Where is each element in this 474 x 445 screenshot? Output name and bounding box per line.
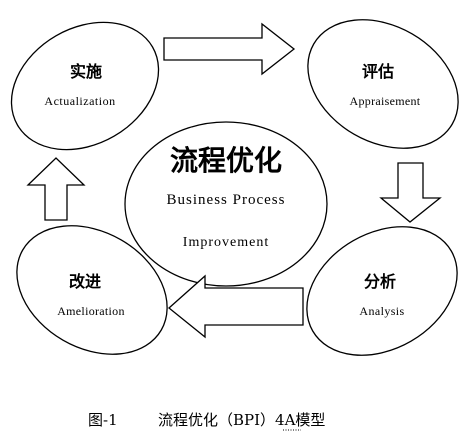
node-analysis-ellipse [306, 226, 458, 356]
arrow-down-icon [379, 162, 442, 223]
node-evaluation-title: 评估 [362, 62, 394, 81]
node-evaluation-ellipse [307, 19, 459, 149]
node-implementation: 实施 Actualization [10, 21, 160, 151]
figure-caption: 图-1 流程优化（BPI）4A模型 [88, 411, 325, 431]
center-line-1: Business Process [167, 192, 286, 208]
figure-caption-text: 流程优化（BPI）4A模型 [158, 411, 325, 429]
node-implementation-ellipse [10, 21, 160, 151]
node-center: 流程优化 Business Process Improvement [124, 121, 328, 287]
center-title: 流程优化 [170, 144, 282, 177]
arrow-left-icon [167, 274, 304, 339]
node-improvement: 改进 Amelioration [16, 225, 168, 355]
figure-number: 图-1 [88, 411, 118, 429]
center-line-2: Improvement [183, 235, 269, 250]
arrow-right-icon [163, 22, 296, 76]
node-analysis-title: 分析 [364, 272, 396, 291]
node-evaluation: 评估 Appraisement [307, 19, 459, 149]
arrow-up-icon [26, 157, 86, 221]
node-analysis: 分析 Analysis [306, 226, 458, 356]
node-implementation-subtitle: Actualization [44, 94, 115, 108]
node-evaluation-subtitle: Appraisement [350, 94, 421, 108]
node-improvement-ellipse [16, 225, 168, 355]
node-improvement-title: 改进 [69, 272, 101, 291]
node-center-ellipse [124, 121, 328, 287]
node-implementation-title: 实施 [70, 62, 102, 81]
node-improvement-subtitle: Amelioration [57, 304, 125, 318]
node-analysis-subtitle: Analysis [359, 304, 404, 318]
